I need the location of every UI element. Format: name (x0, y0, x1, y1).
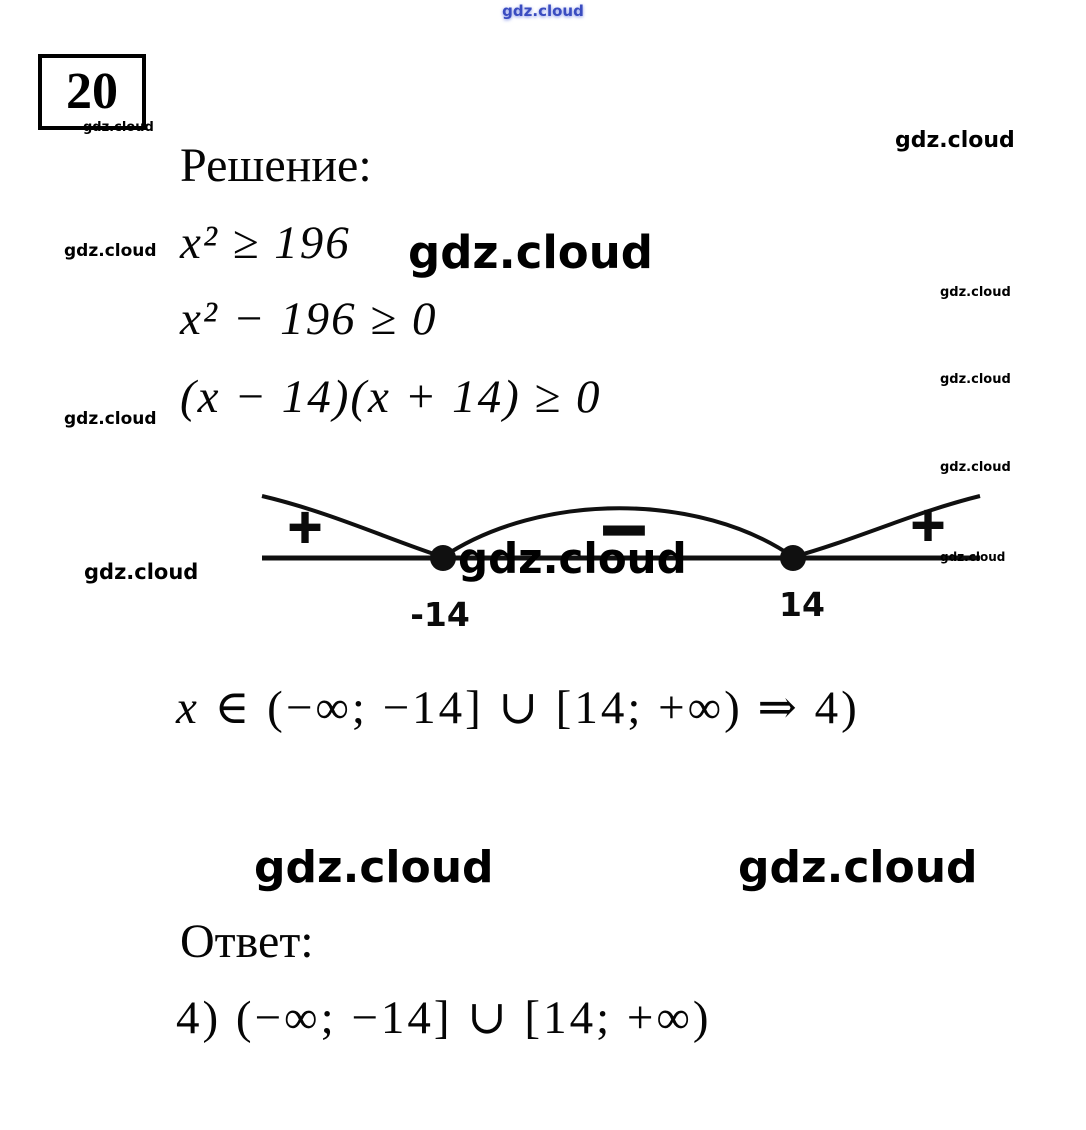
watermark: gdz.cloud (895, 128, 1015, 153)
watermark: gdz.cloud (64, 241, 157, 261)
watermark: gdz.cloud (940, 285, 1011, 300)
watermark: gdz.cloud (84, 560, 199, 584)
watermark: gdz.cloud (940, 372, 1011, 387)
problem-number: 20 (66, 63, 118, 120)
solution-step-1: x² ≥ 196 (180, 217, 351, 269)
conclusion-expression: ∈ (−∞; −14] ∪ [14; +∞) ⇒ 4) (199, 682, 860, 734)
watermark: gdz.cloud (738, 842, 978, 893)
watermark: gdz.cloud (940, 460, 1011, 475)
sign-plus-left: + (286, 499, 325, 553)
watermark: gdz.cloud (64, 409, 157, 429)
watermark: gdz.cloud (254, 842, 494, 893)
watermark: gdz.cloud (458, 534, 687, 583)
watermark: gdz.cloud (940, 550, 1006, 564)
sign-chart-diagram: + − + -14 14 (261, 491, 981, 634)
parabola-sign-curve (261, 494, 981, 560)
problem-number-box: 20 (38, 54, 146, 130)
point-dot-right (780, 545, 806, 571)
solution-conclusion: x ∈ (−∞; −14] ∪ [14; +∞) ⇒ 4) (176, 680, 860, 735)
solution-heading: Решение: (180, 139, 372, 192)
point-dot-left (430, 545, 456, 571)
sign-minus-middle: − (598, 492, 650, 565)
point-label-left: -14 (410, 595, 470, 634)
watermark: gdz.cloud (408, 226, 653, 279)
answer-value: 4) (−∞; −14] ∪ [14; +∞) (176, 992, 712, 1044)
point-label-right: 14 (779, 585, 825, 624)
solution-step-3: (x − 14)(x + 14) ≥ 0 (180, 371, 602, 423)
conclusion-variable: x (176, 682, 200, 734)
sign-plus-right: + (909, 497, 948, 551)
watermark: gdz.cloud (502, 2, 584, 20)
answer-heading: Ответ: (180, 915, 314, 968)
solution-step-2: x² − 196 ≥ 0 (180, 293, 438, 345)
watermark: gdz.cloud (83, 120, 154, 135)
